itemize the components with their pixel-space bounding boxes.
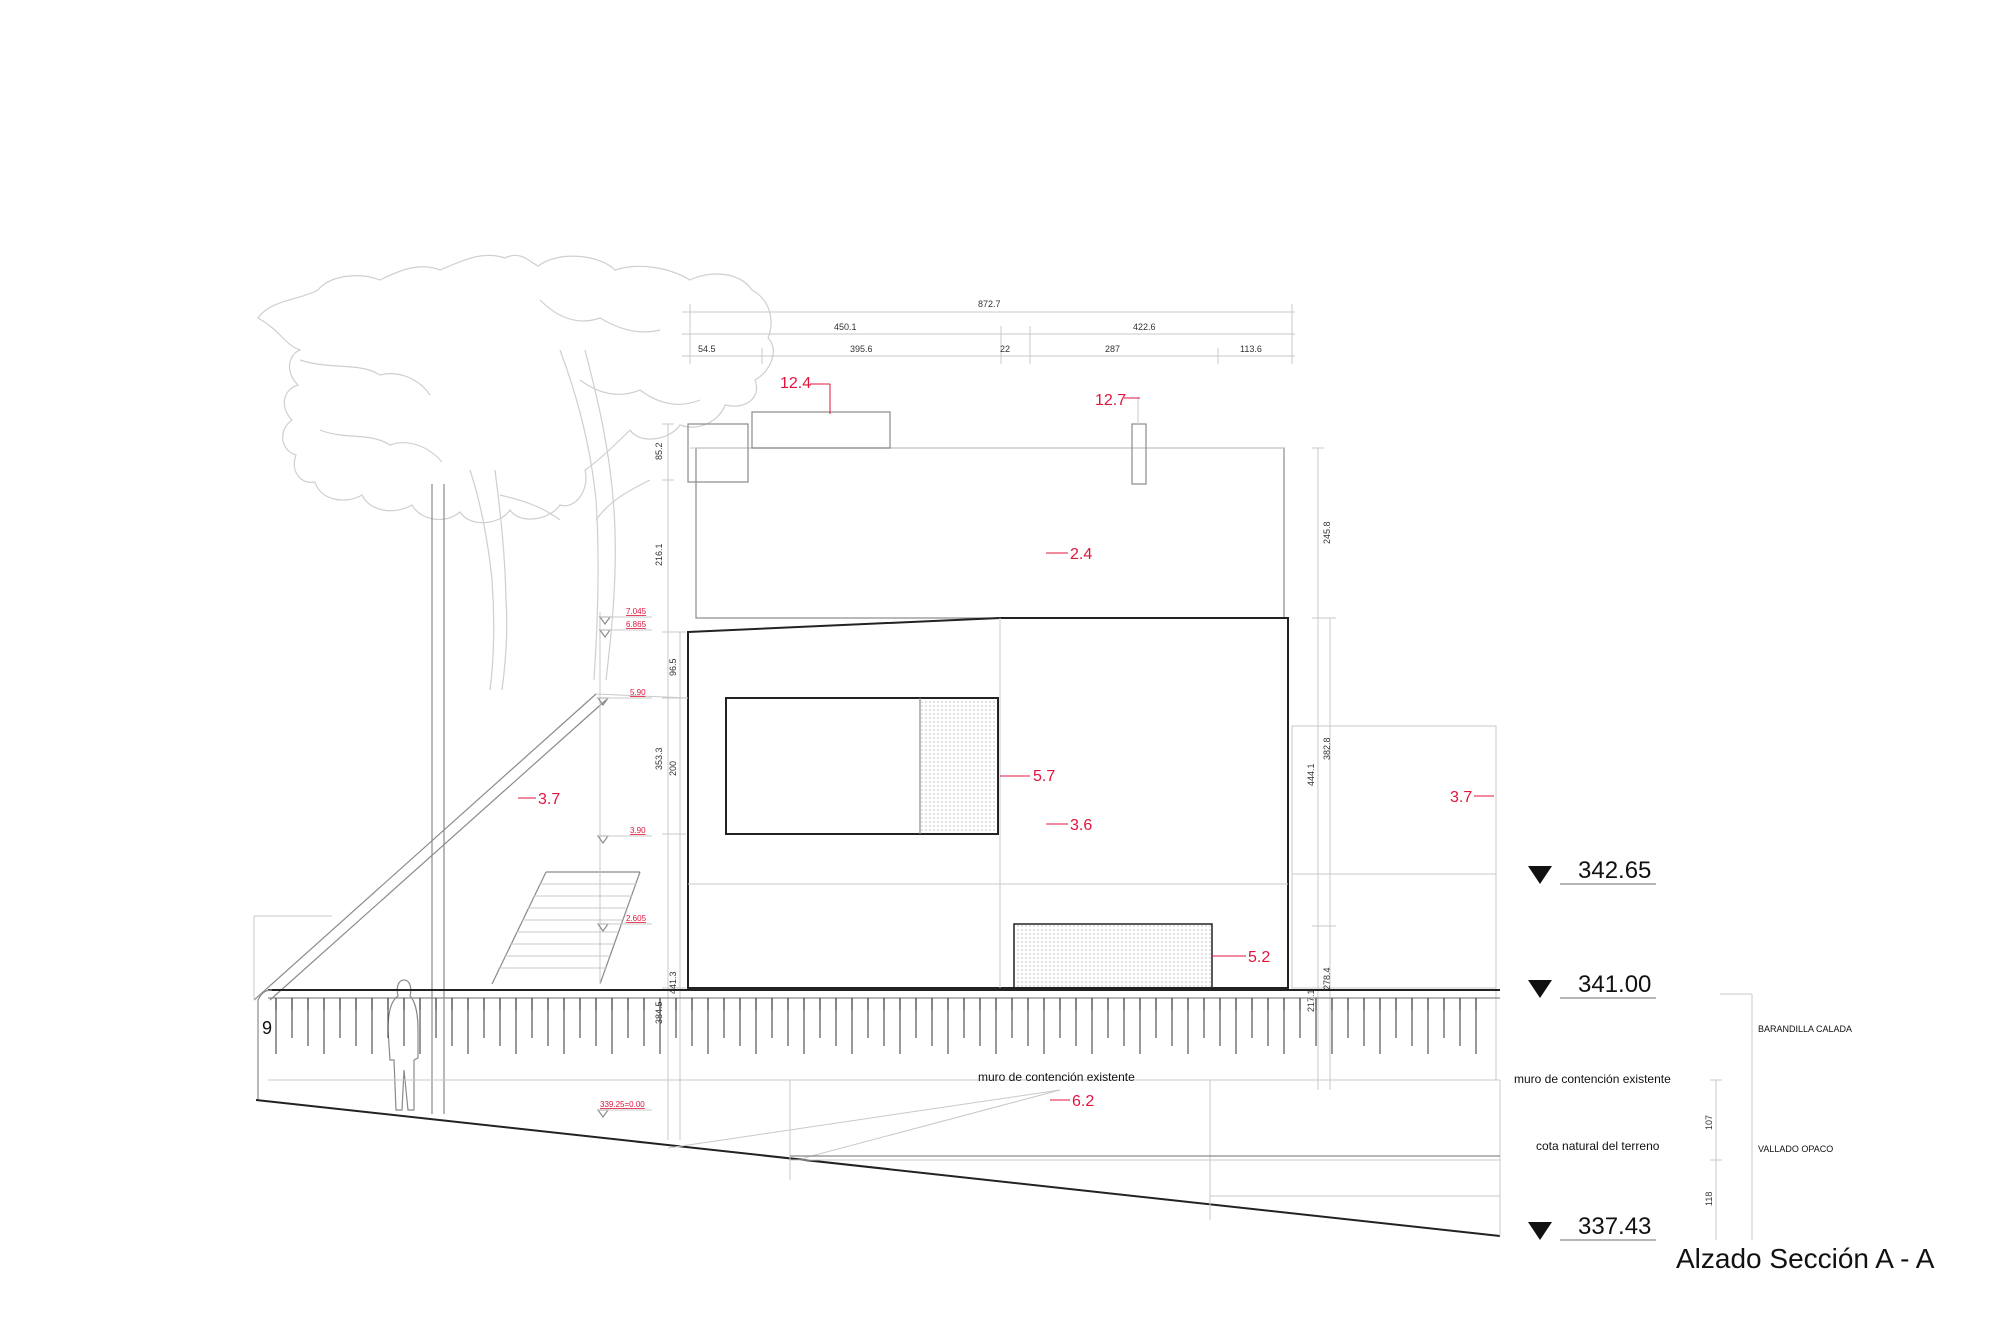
level-marker-337-43 xyxy=(1528,1222,1656,1241)
level-339-25: 339.25=0.00 xyxy=(600,1100,645,1109)
dim-part-2: 395.6 xyxy=(850,344,873,354)
level-7-045: 7.045 xyxy=(626,607,647,616)
dim-split-right: 422.6 xyxy=(1133,322,1156,332)
label-5-2: 5.2 xyxy=(1248,949,1270,966)
label-3-7-right: 3.7 xyxy=(1450,789,1472,806)
level-marker-341-00 xyxy=(1528,980,1656,999)
dim-split-left: 450.1 xyxy=(834,322,857,332)
dim-right-4: 278.4 xyxy=(1322,967,1332,990)
label-3-6: 3.6 xyxy=(1070,817,1092,834)
dim-fence-lower: 118 xyxy=(1704,1192,1714,1206)
building-main-volume xyxy=(687,617,1289,989)
label-3-7-left: 3.7 xyxy=(538,791,560,808)
dim-right-5: 217.1 xyxy=(1306,989,1316,1012)
fence-detail xyxy=(1710,993,1753,1240)
small-level-markers xyxy=(596,616,652,1119)
top-dimensions xyxy=(682,304,1295,364)
stair-ramp xyxy=(253,484,689,1114)
label-2-4: 2.4 xyxy=(1070,546,1092,563)
note-wall-left: muro de contención existente xyxy=(978,1070,1135,1084)
dim-right-3: 382.8 xyxy=(1322,737,1332,760)
label-5-7: 5.7 xyxy=(1033,768,1055,785)
left-dimensions xyxy=(662,423,686,1140)
dim-part-1: 54.5 xyxy=(698,344,716,354)
dim-fence-upper: 107 xyxy=(1704,1115,1714,1130)
grid-mark-9: 9 xyxy=(262,1018,272,1038)
dim-left-7: 384.5 xyxy=(654,1001,664,1024)
dim-right-1: 245.8 xyxy=(1322,521,1332,544)
note-fence: VALLADO OPACO xyxy=(1758,1144,1833,1154)
level-marker-342-65 xyxy=(1528,866,1656,885)
dim-right-2: 444.1 xyxy=(1306,763,1316,786)
human-scale-figure xyxy=(387,979,419,1111)
note-railing: BARANDILLA CALADA xyxy=(1758,1024,1852,1034)
terrain-and-walls xyxy=(255,1080,1501,1237)
level-337-43: 337.43 xyxy=(1578,1213,1651,1240)
level-3-90: 3.90 xyxy=(630,826,646,835)
dim-part-5: 113.6 xyxy=(1240,344,1262,354)
level-5-90: 5.90 xyxy=(630,688,646,697)
dim-left-5: 200 xyxy=(668,761,678,776)
building-side-volume xyxy=(1291,725,1497,1080)
dim-total: 872.7 xyxy=(978,299,1001,309)
dim-left-1: 85.2 xyxy=(654,442,664,460)
dim-part-4: 287 xyxy=(1105,344,1120,354)
level-342-65: 342.65 xyxy=(1578,857,1651,884)
building-upper-volume xyxy=(687,398,1285,619)
drawing-title: Alzado Sección A - A xyxy=(1676,1243,1935,1274)
tree-outline xyxy=(257,254,774,691)
level-341-00: 341.00 xyxy=(1578,971,1651,998)
dim-part-3: 22 xyxy=(1000,344,1010,354)
note-wall-right: muro de contención existente xyxy=(1514,1072,1671,1086)
dim-left-6: 441.3 xyxy=(668,971,678,994)
label-12-4: 12.4 xyxy=(780,375,811,392)
level-6-865: 6.865 xyxy=(626,620,647,629)
right-dimensions xyxy=(1312,447,1336,1090)
railing-fence xyxy=(257,989,1500,1100)
note-terrain: cota natural del terreno xyxy=(1536,1139,1660,1153)
dim-left-4: 353.3 xyxy=(654,747,664,770)
level-2-605: 2.605 xyxy=(626,914,647,923)
label-12-7: 12.7 xyxy=(1095,392,1126,409)
dim-left-3: 96.5 xyxy=(668,658,678,676)
label-6-2: 6.2 xyxy=(1072,1093,1094,1110)
dim-left-2: 216.1 xyxy=(654,543,664,566)
